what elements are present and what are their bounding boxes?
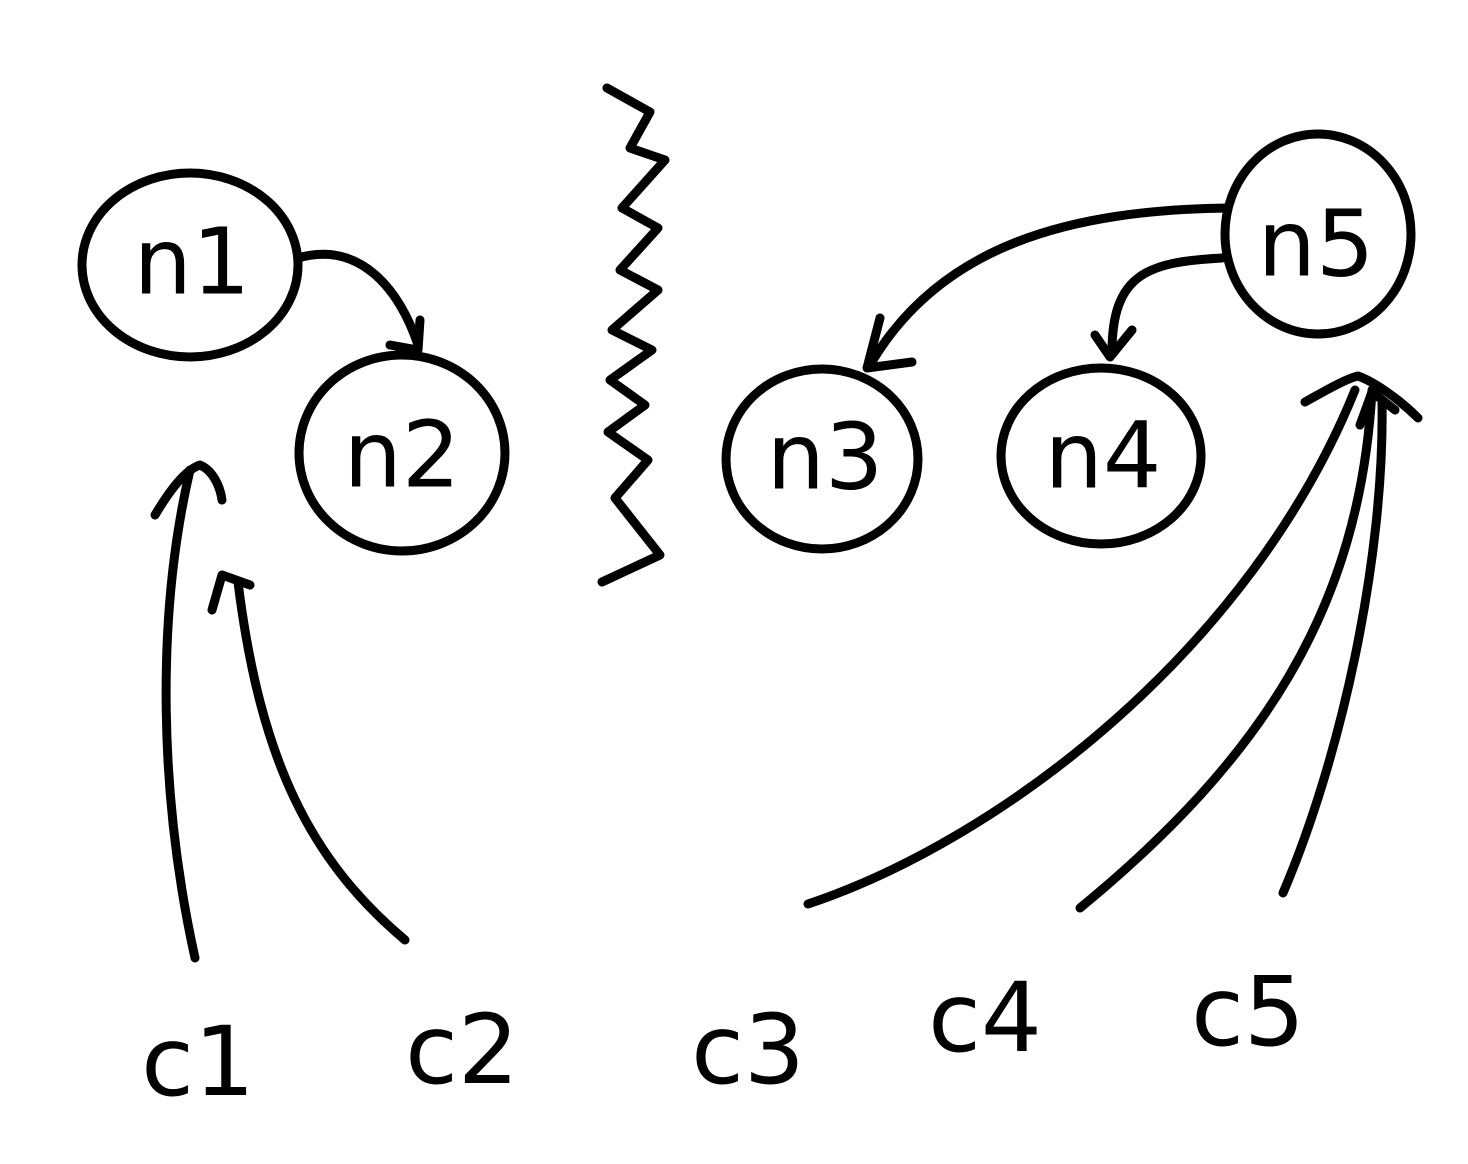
edge-n1-n2: [293, 249, 425, 355]
edge-c3-n5-line: [803, 385, 1360, 909]
edge-to-n5-arrowhead: [1300, 371, 1423, 423]
node-n5: n5: [1220, 129, 1416, 339]
edge-n5-n3-arrowhead: [862, 313, 917, 373]
edge-c1-n1-arrowhead: [150, 460, 227, 520]
partition-zigzag: [597, 83, 670, 587]
edge-n5-n4-line: [1107, 253, 1227, 357]
node-n4-circle: [996, 363, 1206, 549]
client-c5-label: c5: [1191, 956, 1305, 1068]
edge-n5-n4: [1090, 253, 1227, 362]
client-c1-label: c1: [141, 1006, 255, 1118]
edge-c3-n5: [803, 385, 1360, 909]
edge-n5-n3: [862, 203, 1233, 373]
node-n3-label: n3: [767, 404, 884, 511]
edge-c1-n1: [150, 460, 227, 963]
edge-c4-n5-line: [1075, 385, 1377, 913]
edge-to-n5-arrowhead-inner: [1355, 387, 1400, 430]
node-n3-circle: [721, 364, 923, 554]
node-n3: n3: [721, 364, 923, 554]
edge-c2-n1: [207, 570, 410, 945]
edge-c1-n1-line: [161, 465, 200, 963]
node-n2: n2: [294, 350, 510, 556]
edge-n5-n4-arrowhead: [1090, 325, 1137, 362]
node-n1: n1: [77, 168, 303, 362]
node-n2-label: n2: [344, 402, 461, 509]
node-n4-label: n4: [1045, 403, 1162, 510]
edge-c2-n1-line: [233, 577, 410, 945]
edge-n1-n2-arrowhead: [385, 315, 425, 355]
edge-c2-n1-arrowhead: [207, 570, 255, 615]
client-c2-label: c2: [405, 994, 519, 1106]
node-n4: n4: [996, 363, 1206, 549]
node-n1-label: n1: [134, 209, 251, 316]
edge-c5-n5: [1278, 395, 1387, 898]
edge-c4-n5: [1075, 385, 1377, 913]
edge-c5-n5-line: [1278, 395, 1387, 898]
client-c4-label: c4: [928, 962, 1042, 1074]
node-n1-circle: [77, 168, 303, 362]
node-n2-circle: [294, 350, 510, 556]
client-c3-label: c3: [691, 994, 805, 1106]
node-n5-circle: [1220, 129, 1416, 339]
node-n5-label: n5: [1258, 191, 1375, 298]
edge-n1-n2-line: [293, 249, 423, 350]
edge-n5-n3-line: [865, 203, 1233, 370]
